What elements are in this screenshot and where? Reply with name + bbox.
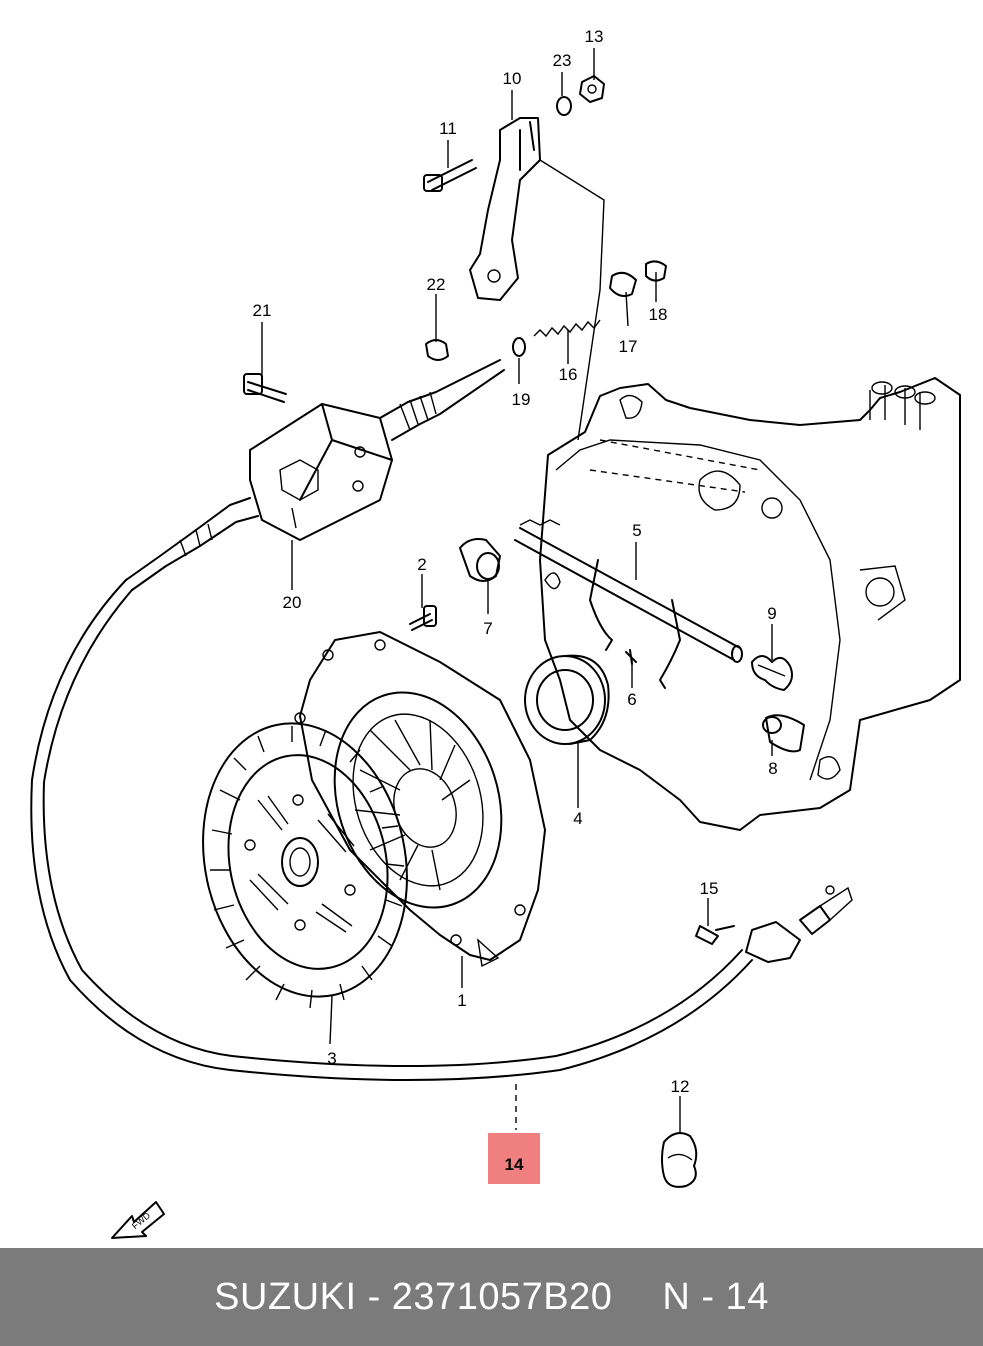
callout-19: 19	[512, 390, 531, 409]
callout-8: 8	[768, 759, 777, 778]
spring-bush	[751, 655, 793, 691]
callout-3: 3	[327, 1049, 336, 1068]
cable-washer-19	[512, 337, 526, 357]
fwd-label: FWD	[130, 1210, 153, 1231]
leader-lines	[261, 48, 773, 1134]
callout-6: 6	[627, 690, 636, 709]
shaft-clip	[625, 649, 637, 665]
callout-13: 13	[585, 27, 604, 46]
callout-15: 15	[700, 879, 719, 898]
callout-7: 7	[483, 619, 492, 638]
cushion-17	[609, 271, 637, 297]
callout-9: 9	[767, 604, 776, 623]
callout-10: 10	[503, 69, 522, 88]
release-fork-shaft	[514, 519, 743, 689]
callout-12: 12	[671, 1077, 690, 1096]
clutch-cable	[30, 497, 853, 1081]
release-bearing	[524, 654, 610, 745]
lever-nut	[579, 75, 605, 103]
return-spring-16	[533, 319, 601, 338]
part-number-text: SUZUKI - 2371057B20	[214, 1275, 613, 1318]
highlight-box	[488, 1133, 540, 1184]
lever-washer	[556, 96, 572, 116]
clutch-exploded-diagram: FWD 1 2 3 4 5 6 7 8 9 10	[30, 27, 961, 1239]
callout-17: 17	[619, 337, 638, 356]
shaft-bush	[762, 714, 805, 753]
cover-bolt	[409, 605, 437, 631]
callout-11: 11	[439, 119, 457, 138]
lever-bolt	[423, 159, 477, 192]
callout-labels: 1 2 3 4 5 6 7 8 9 10 11 12 13 15 16 17 1…	[253, 27, 778, 1096]
cable-clamp	[661, 1132, 698, 1188]
callout-5: 5	[632, 521, 641, 540]
callout-23: 23	[553, 51, 572, 70]
fwd-arrow-icon: FWD	[111, 1201, 165, 1239]
callout-18: 18	[649, 305, 668, 324]
part-info-footer: SUZUKI - 2371057B20 N - 14	[0, 1248, 983, 1346]
bracket-bolt-15	[695, 925, 735, 945]
callout-16: 16	[559, 365, 578, 384]
transmission-housing	[539, 377, 961, 831]
callout-14: 14	[505, 1155, 524, 1174]
callout-21: 21	[253, 301, 272, 320]
highlighted-callout-14[interactable]: 14	[488, 1133, 540, 1184]
callout-1: 1	[457, 991, 466, 1010]
callout-2: 2	[417, 555, 426, 574]
callout-4: 4	[573, 809, 582, 828]
page-reference-text: N - 14	[662, 1275, 769, 1318]
clutch-release-lever	[469, 117, 605, 441]
cable-nut-22	[425, 339, 449, 361]
clutch-cover	[294, 631, 546, 968]
callout-22: 22	[427, 275, 446, 294]
cushion-18	[645, 260, 667, 282]
pilot-bush	[459, 538, 501, 582]
cable-bracket	[249, 359, 505, 541]
callout-20: 20	[283, 593, 302, 612]
clutch-disc	[202, 722, 408, 1009]
bracket-bolt-21	[243, 373, 287, 403]
